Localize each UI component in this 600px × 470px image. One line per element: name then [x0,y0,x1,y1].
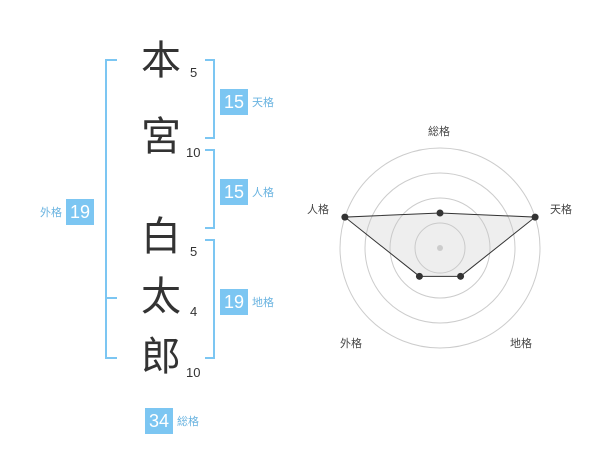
stroke-count-5: 10 [186,365,201,380]
stroke-count-1: 5 [190,65,198,80]
radar-label-soukaku: 総格 [428,125,450,138]
gaikaku-value: 19 [66,199,95,225]
radar-label-chikaku: 地格 [510,337,532,350]
gaikaku-label: 外格 [40,206,62,219]
soukaku-badge: 34 総格 [145,408,199,434]
soukaku-value: 34 [145,408,174,434]
radar-center-dot [437,245,443,251]
chikaku-badge: 19 地格 [220,289,274,315]
radar-label-tenkaku: 天格 [550,203,572,216]
tenkaku-label: 天格 [252,96,275,109]
name-char-2: 宮 [141,114,181,160]
jinkaku-badge: 15 人格 [220,179,274,205]
stroke-count-4: 4 [190,304,198,319]
stroke-count-3: 5 [190,244,198,259]
radar-point-5 [341,213,349,221]
name-char-1: 本 [141,38,181,84]
radar-point-1 [436,209,444,217]
name-char-4: 太 [141,274,181,320]
radar-point-3 [457,272,465,280]
radar-value-polygon [343,212,537,277]
name-char-3: 白 [141,214,181,260]
radar-label-gaikaku: 外格 [340,337,362,350]
radar-grid-ring [389,197,491,299]
soukaku-label: 総格 [177,415,200,428]
radar-grid-ring [414,222,466,274]
radar-grid-ring [364,172,516,324]
gaikaku-badge: 19 外格 [40,199,95,225]
radar-point-2 [531,213,539,221]
chikaku-value: 19 [220,289,249,315]
radar-label-jinkaku: 人格 [307,203,329,216]
stroke-count-2: 10 [186,145,201,160]
name-char-5: 郎 [141,334,181,380]
jinkaku-value: 15 [220,179,249,205]
tenkaku-value: 15 [220,89,249,115]
tenkaku-badge: 15 天格 [220,89,274,115]
fortune-radar-chart [339,147,541,349]
chikaku-label: 地格 [252,296,275,309]
jinkaku-label: 人格 [252,186,275,199]
radar-point-4 [415,272,423,280]
radar-grid-ring [339,147,541,349]
